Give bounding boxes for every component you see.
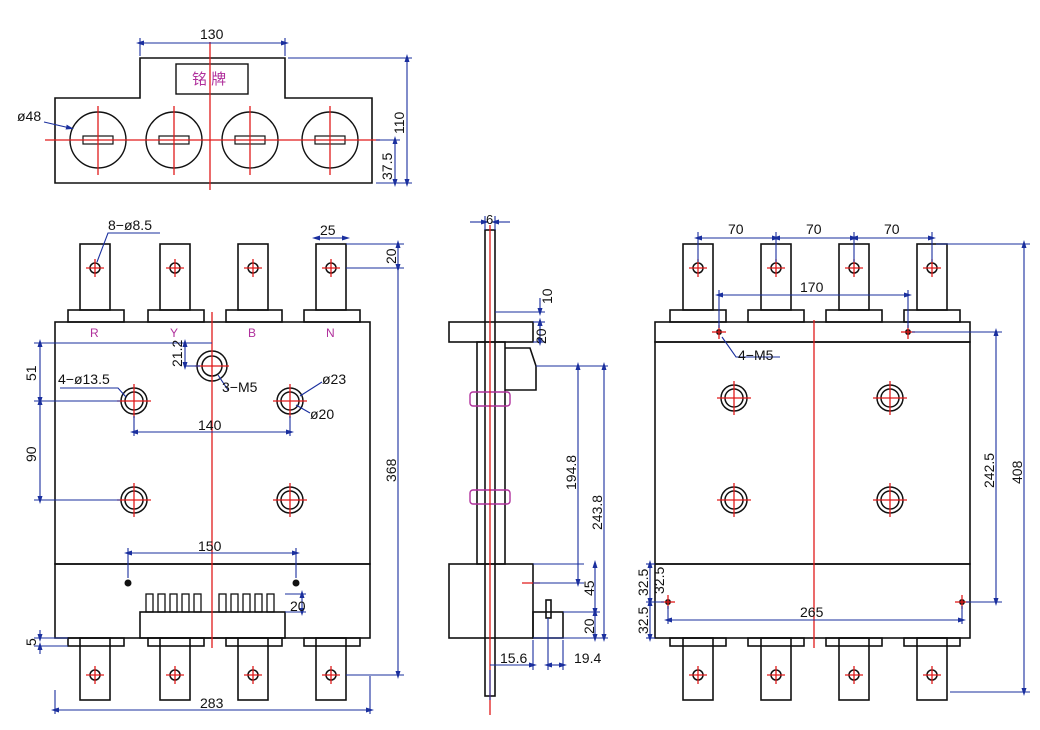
top-view-dimensions <box>43 38 412 187</box>
dim-terminal-width: 25 <box>320 222 336 238</box>
top-view-labels: 130 铭 牌 110 37.5 ø48 <box>17 26 407 180</box>
phase-label-b: B <box>248 326 256 340</box>
terminal-bottom-base-1 <box>67 637 125 647</box>
phase-label-r: R <box>90 326 99 340</box>
dim-20-top: 20 <box>533 328 549 344</box>
dim-diameter-48: ø48 <box>17 108 41 124</box>
top-view-outline <box>54 57 373 184</box>
front-screw-points <box>124 579 300 587</box>
rear-view-dimensions <box>646 232 1030 696</box>
dim-170: 170 <box>800 279 824 295</box>
terminal-base-1 <box>67 309 125 323</box>
dim-51: 51 <box>23 365 39 381</box>
dim-283: 283 <box>200 695 224 711</box>
rear-terminal-bottom-base-3 <box>825 637 883 647</box>
side-top-block <box>448 321 534 343</box>
dim-140: 140 <box>198 417 222 433</box>
dim-15-6: 15.6 <box>500 650 527 666</box>
dim-265: 265 <box>800 604 824 620</box>
dim-center-screws: 3−M5 <box>222 379 258 395</box>
dim-408: 408 <box>1009 460 1025 484</box>
dim-20-bottom: 20 <box>581 618 597 634</box>
rear-body <box>654 341 971 565</box>
dim-194-8: 194.8 <box>563 455 579 490</box>
rear-terminal-base-3 <box>825 309 883 323</box>
side-bottom-block <box>448 563 534 639</box>
dim-terminal-height: 20 <box>383 248 399 264</box>
top-view-centerlines <box>45 42 380 190</box>
dim-10: 10 <box>539 288 555 304</box>
phase-label-n: N <box>326 326 335 340</box>
nameplate-box <box>175 63 249 95</box>
dim-6: 6 <box>486 212 493 227</box>
front-view-centerlines <box>86 259 340 684</box>
front-mounting-holes <box>89 262 337 681</box>
dim-5: 5 <box>23 638 39 646</box>
dim-70-c: 70 <box>884 221 900 237</box>
dim-45: 45 <box>581 580 597 596</box>
dim-21-2: 21.2 <box>169 340 185 367</box>
dim-m5: 4−M5 <box>738 347 774 363</box>
dim-offset-37-5: 37.5 <box>379 153 395 180</box>
front-view-labels: R Y B N 8−ø8.5 25 20 51 21.2 4−ø13.5 3−M… <box>23 217 399 711</box>
rear-terminal-bottom-base-2 <box>747 637 805 647</box>
side-latch <box>505 347 537 391</box>
dim-70-a: 70 <box>728 221 744 237</box>
rear-view-centerlines <box>661 259 969 684</box>
dim-width-130: 130 <box>200 26 224 42</box>
side-foot-pin <box>545 599 552 619</box>
rear-terminal-base-4 <box>903 309 961 323</box>
rear-terminal-bottom-base-4 <box>903 637 961 647</box>
dim-32-5-b: 32.5 <box>651 567 667 594</box>
dim-mount-holes: 4−ø13.5 <box>58 371 110 387</box>
front-view-dimensions <box>34 232 404 714</box>
dim-70-b: 70 <box>806 221 822 237</box>
dim-19-4: 19.4 <box>574 650 601 666</box>
terminal-bottom-base-4 <box>303 637 361 647</box>
dim-243-8: 243.8 <box>589 495 605 530</box>
dim-23: ø23 <box>322 371 346 387</box>
terminal-base-3 <box>225 309 283 323</box>
dim-32-5-a: 32.5 <box>635 569 651 596</box>
dim-20-diam: ø20 <box>310 406 334 422</box>
dim-20-fins: 20 <box>290 598 306 614</box>
nameplate-text: 铭 牌 <box>192 71 226 88</box>
terminal-bottom-base-3 <box>225 637 283 647</box>
rear-terminal-base-1 <box>669 309 727 323</box>
side-view-dimensions <box>470 216 608 700</box>
rear-view <box>654 243 971 701</box>
terminal-base-2 <box>147 309 205 323</box>
dim-242-5: 242.5 <box>981 453 997 488</box>
dim-height-110: 110 <box>391 111 407 134</box>
dim-368: 368 <box>383 458 399 482</box>
rear-lower-body <box>654 563 971 639</box>
dim-150: 150 <box>198 538 222 554</box>
terminal-base-4 <box>303 309 361 323</box>
dim-90: 90 <box>23 446 39 462</box>
heatsink-fins <box>145 593 275 613</box>
side-view-labels: 6 10 20 194.8 243.8 45 20 15.6 19.4 <box>486 212 605 666</box>
side-body <box>476 341 506 565</box>
rear-terminal-bottom-base-1 <box>669 637 727 647</box>
rear-view-labels: 70 70 70 170 4−M5 242.5 408 32.5 32.5 26… <box>635 221 1025 634</box>
dim-32-5-c: 32.5 <box>635 607 651 634</box>
phase-label-y: Y <box>170 326 178 340</box>
terminal-bottom-base-2 <box>147 637 205 647</box>
dim-terminal-holes: 8−ø8.5 <box>108 217 152 233</box>
rear-terminal-base-2 <box>747 309 805 323</box>
